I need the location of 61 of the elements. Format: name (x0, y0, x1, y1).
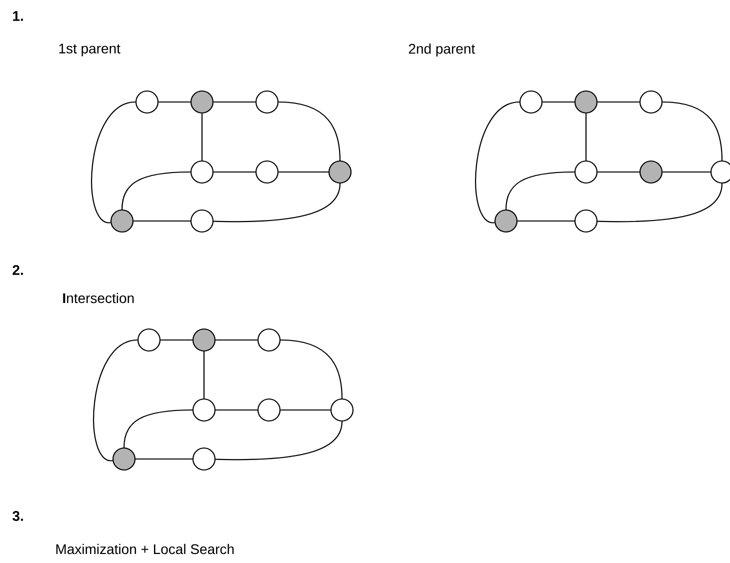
graph-edge (598, 171, 640, 173)
graph-vertex (519, 90, 543, 114)
graph-vertex (255, 160, 279, 184)
graph-vertex (639, 160, 663, 184)
graph-edge (662, 101, 723, 160)
graph-vertex (574, 160, 598, 184)
graph-caption: 1st parent (59, 44, 120, 56)
graph-edge (201, 114, 203, 160)
graph-vertex (330, 398, 354, 422)
graph-edge (585, 114, 587, 160)
graph-edge (134, 220, 190, 222)
graph-edge (662, 171, 710, 173)
graph-vertex (257, 398, 281, 422)
graph-edge (216, 409, 258, 411)
step-number: 1. (13, 11, 23, 21)
graph-edge (121, 171, 190, 210)
graph-edge (91, 101, 136, 224)
graph-vertex (328, 160, 352, 184)
graph-vertex (255, 90, 279, 114)
graph-vertex (137, 328, 161, 352)
graph-vertex (190, 90, 214, 114)
graph-vertex (192, 328, 216, 352)
graph-edge (203, 352, 205, 398)
graph-edge (123, 409, 192, 448)
graph-caption: Maximization + Local Search (56, 544, 234, 554)
graph-edge (214, 183, 341, 222)
graph-vertex (710, 160, 730, 184)
graph-edge (280, 339, 343, 398)
graph-vertex (257, 328, 281, 352)
graph-caption: Intersection (63, 292, 134, 304)
graph-edge (216, 339, 258, 341)
graph-vertex (190, 209, 214, 233)
graph-edge (280, 409, 330, 411)
graph-edge (278, 171, 328, 173)
graph-vertex (494, 209, 518, 233)
graph-edge (160, 339, 192, 341)
graph-vertex (112, 447, 136, 471)
step-number: 3. (12, 511, 23, 521)
graph-vertex (192, 447, 216, 471)
graph-edge (475, 101, 520, 224)
graph-vertex (574, 209, 598, 233)
graph-vertex (192, 398, 216, 422)
graph-edge (278, 101, 341, 160)
graph-edge (542, 101, 574, 103)
graph-vertex (190, 160, 214, 184)
step-number: 2. (12, 265, 23, 275)
graph-caption: 2nd parent (408, 43, 476, 57)
graph-edge (93, 339, 138, 462)
graph-edge (136, 458, 192, 460)
graph-edge (598, 184, 723, 222)
graph-edge (598, 101, 640, 103)
graph-edge (518, 220, 574, 222)
graph-vertex (639, 90, 663, 114)
graph-edge (158, 101, 190, 103)
graph-vertex (135, 90, 159, 114)
graph-edge (214, 171, 256, 173)
graph-vertex (574, 90, 598, 114)
graph-edge (216, 421, 343, 460)
graph-vertex (110, 209, 134, 233)
graph-edge (505, 171, 574, 210)
graph-edge (214, 101, 256, 103)
